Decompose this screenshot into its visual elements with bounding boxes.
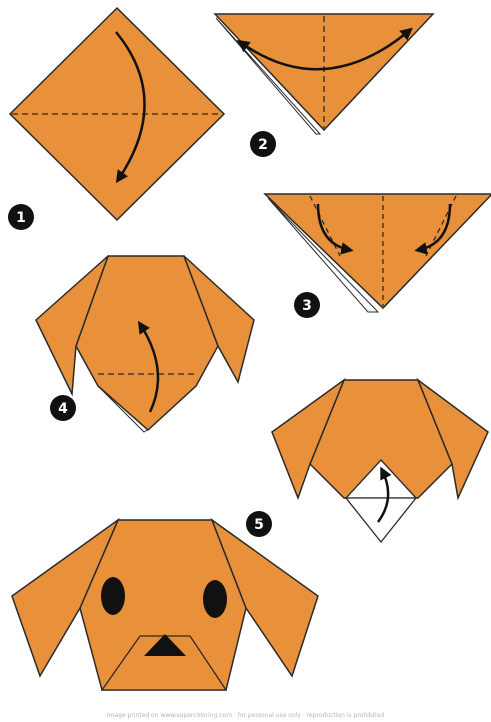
footer-credit: Image printed on www.supercoloring.com ·… bbox=[0, 712, 491, 719]
step-number-4: 4 bbox=[50, 395, 76, 421]
svg-text:4: 4 bbox=[58, 401, 68, 417]
step-number-2: 2 bbox=[250, 131, 276, 157]
right-eye bbox=[203, 580, 227, 618]
step-number-5: 5 bbox=[246, 511, 272, 537]
step-5-diagram bbox=[272, 380, 488, 542]
step-number-3: 3 bbox=[294, 292, 320, 318]
finished-dog-face bbox=[12, 520, 318, 690]
svg-text:2: 2 bbox=[258, 137, 268, 153]
svg-text:1: 1 bbox=[16, 210, 26, 226]
step-3-diagram bbox=[265, 194, 491, 312]
svg-text:5: 5 bbox=[254, 517, 264, 533]
step-2-diagram bbox=[215, 14, 433, 134]
left-eye bbox=[101, 577, 125, 615]
white-tip-lower bbox=[346, 498, 416, 542]
paper-triangle bbox=[265, 194, 491, 308]
step-1-diagram bbox=[10, 8, 224, 220]
svg-text:3: 3 bbox=[302, 298, 312, 314]
step-number-1: 1 bbox=[8, 204, 34, 230]
